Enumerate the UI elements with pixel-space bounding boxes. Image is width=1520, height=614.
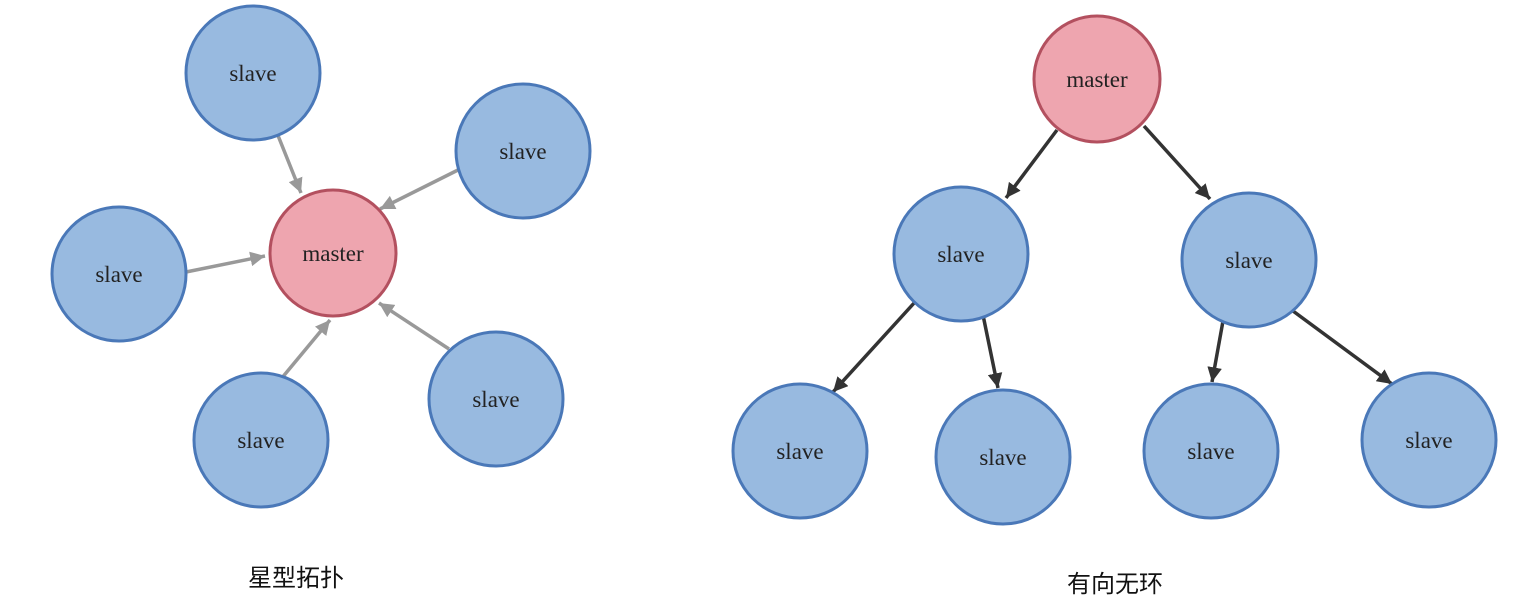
slave-circle (454, 82, 592, 220)
slave-circle (192, 371, 330, 509)
star-slave-node-2: slave (454, 82, 592, 220)
dag-edges (831, 124, 1394, 394)
slave-label: slave (472, 387, 519, 412)
star-master-node: master (268, 188, 398, 318)
star-slave-node-5: slave (427, 330, 565, 468)
slave-label: slave (979, 445, 1026, 470)
dag-edge-master-left (1004, 128, 1059, 200)
slave-circle (1180, 191, 1318, 329)
dag-edge-right-2 (1291, 309, 1394, 386)
slave-label: slave (937, 242, 984, 267)
dag-edge-master-right (1142, 124, 1212, 201)
star-slave-node-4: slave (192, 371, 330, 509)
slave-label: slave (499, 139, 546, 164)
slave-label: slave (1225, 248, 1272, 273)
dag-level1-node-left: slave (892, 185, 1030, 323)
dag-level2-node-3: slave (1142, 382, 1280, 520)
dag-edge-right-1 (1207, 320, 1225, 383)
dag-master-node: master (1032, 14, 1162, 144)
star-edge-3 (185, 251, 266, 274)
star-slave-node-1: slave (184, 4, 322, 142)
slave-circle (892, 185, 1030, 323)
master-circle (1032, 14, 1162, 144)
slave-circle (184, 4, 322, 142)
master-label: master (1066, 67, 1128, 92)
star-edge-4 (279, 318, 332, 381)
star-topology: master slave slave slave slave slave 星型拓… (50, 4, 592, 592)
star-edge-5 (378, 301, 450, 351)
slave-label: slave (1405, 428, 1452, 453)
slave-label: slave (95, 262, 142, 287)
slave-label: slave (776, 439, 823, 464)
slave-circle (50, 205, 188, 343)
dag-level2-node-4: slave (1360, 371, 1498, 509)
dag-edge-left-2 (981, 314, 1003, 389)
star-edges (185, 132, 459, 381)
dag-level2-node-2: slave (934, 388, 1072, 526)
slave-circle (934, 388, 1072, 526)
master-label: master (302, 241, 364, 266)
slave-circle (1142, 382, 1280, 520)
slave-label: slave (229, 61, 276, 86)
slave-circle (1360, 371, 1498, 509)
star-slave-node-3: slave (50, 205, 188, 343)
dag-level2-node-1: slave (731, 382, 869, 520)
star-edge-2 (379, 168, 459, 211)
dag-topology: master slave slave slave slave slave sla… (731, 14, 1498, 598)
master-circle (268, 188, 398, 318)
dag-level1-node-right: slave (1180, 191, 1318, 329)
dag-caption: 有向无环 (1067, 570, 1163, 598)
star-caption: 星型拓扑 (248, 564, 344, 592)
slave-circle (427, 330, 565, 468)
slave-label: slave (237, 428, 284, 453)
slave-circle (731, 382, 869, 520)
dag-edge-left-1 (831, 300, 917, 394)
slave-label: slave (1187, 439, 1234, 464)
star-edge-1 (275, 132, 303, 194)
